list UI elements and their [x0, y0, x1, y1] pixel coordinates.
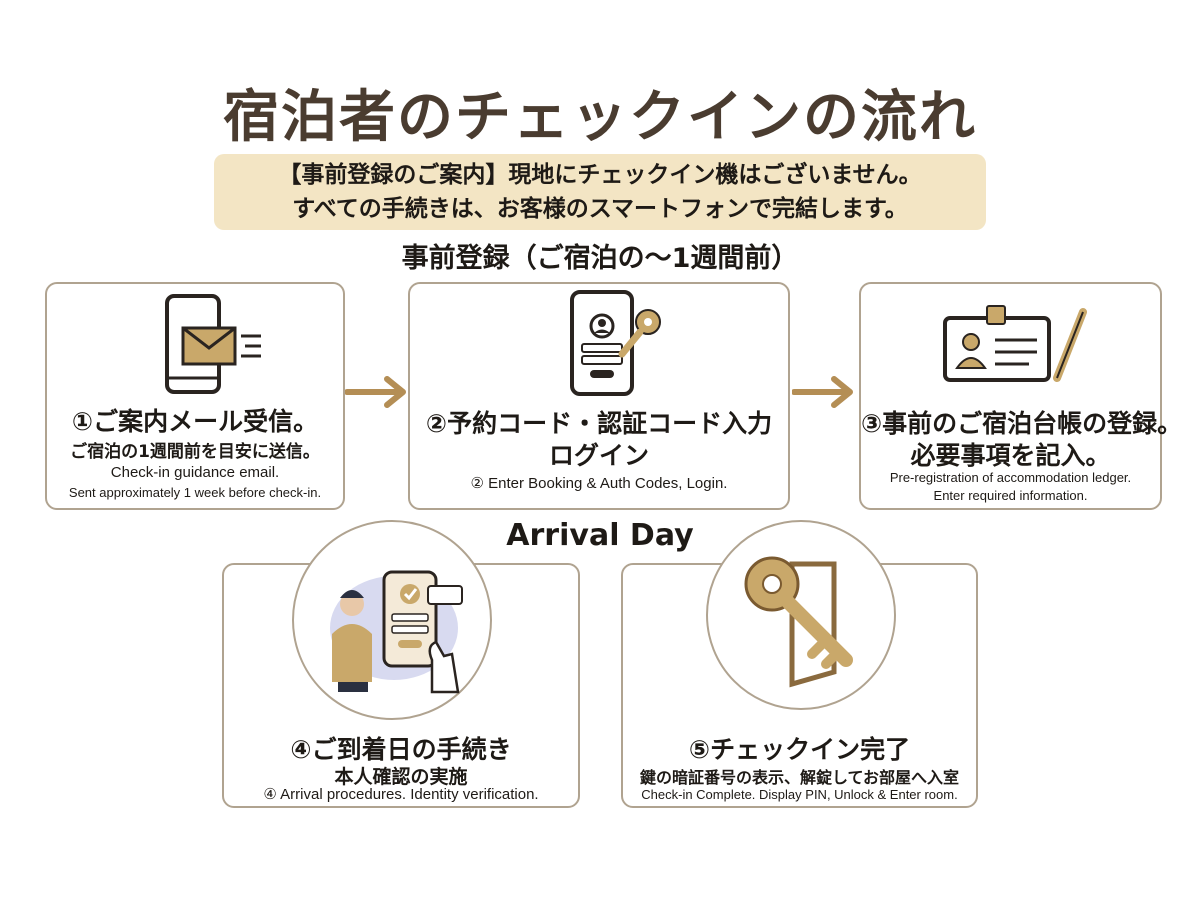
phone-key-icon	[570, 290, 661, 396]
arrival-day-heading: Arrival Day	[506, 518, 694, 553]
step-4-title: ④ご到着日の手続き	[290, 735, 512, 764]
key-door-icon	[744, 556, 853, 688]
step-5-illustration-circle	[706, 520, 896, 710]
step-3-title-line-2: 必要事項を記入。	[910, 441, 1111, 470]
step-5-english: Check-in Complete. Display PIN, Unlock &…	[641, 787, 958, 802]
arrow-1-to-2	[345, 376, 406, 408]
step-3-english-2: Enter required information.	[933, 488, 1088, 503]
step-1-english: Check-in guidance email.	[110, 464, 280, 481]
step-2-card: ②予約コード・認証コード入力 ログイン ② Enter Booking & Au…	[408, 282, 790, 510]
step-1-title: ①ご案内メール受信。	[71, 407, 319, 436]
phone-mail-icon	[165, 294, 261, 394]
step-1-subtitle: ご宿泊の1週間前を目安に送信。	[70, 442, 320, 462]
step-3-english: Pre-registration of accommodation ledger…	[889, 470, 1132, 485]
arrow-2-to-3	[792, 376, 853, 408]
notice-banner: 【事前登録のご案内】現地にチェックイン機はございません。 すべての手続きは、お客…	[214, 154, 986, 230]
notice-line-2: すべての手続きは、お客様のスマートフォンで完結します。	[292, 196, 908, 222]
notice-line-1: 【事前登録のご案内】現地にチェックイン機はございません。	[278, 162, 922, 188]
step-1-card: ①ご案内メール受信。 ご宿泊の1週間前を目安に送信。 Check-in guid…	[45, 282, 345, 510]
step-4-illustration-circle	[292, 520, 492, 720]
step-3-card: ③事前のご宿泊台帳の登録。 必要事項を記入。 Pre-registration …	[859, 282, 1183, 510]
step-5-subtitle: 鍵の暗証番号の表示、解錠してお部屋へ入室	[639, 768, 960, 787]
pre-registration-heading: 事前登録（ご宿泊の〜1週間前）	[401, 243, 799, 274]
page-title: 宿泊者のチェックインの流れ	[223, 84, 977, 150]
step-3-title: ③事前のご宿泊台帳の登録。	[861, 409, 1183, 438]
person-phone-icon	[330, 570, 463, 694]
step-1-english-2: Sent approximately 1 week before check-i…	[68, 485, 322, 500]
step-4-subtitle: 本人確認の実施	[334, 766, 468, 788]
step-4-english: ④ Arrival procedures. Identity verificat…	[263, 786, 539, 803]
id-card-pen-icon	[943, 305, 1087, 382]
step-2-title-line-2: ログイン	[548, 441, 649, 470]
step-2-english: ② Enter Booking & Auth Codes, Login.	[470, 475, 728, 492]
step-5-title: ⑤チェックイン完了	[688, 735, 911, 764]
step-2-title: ②予約コード・認証コード入力	[425, 409, 773, 438]
